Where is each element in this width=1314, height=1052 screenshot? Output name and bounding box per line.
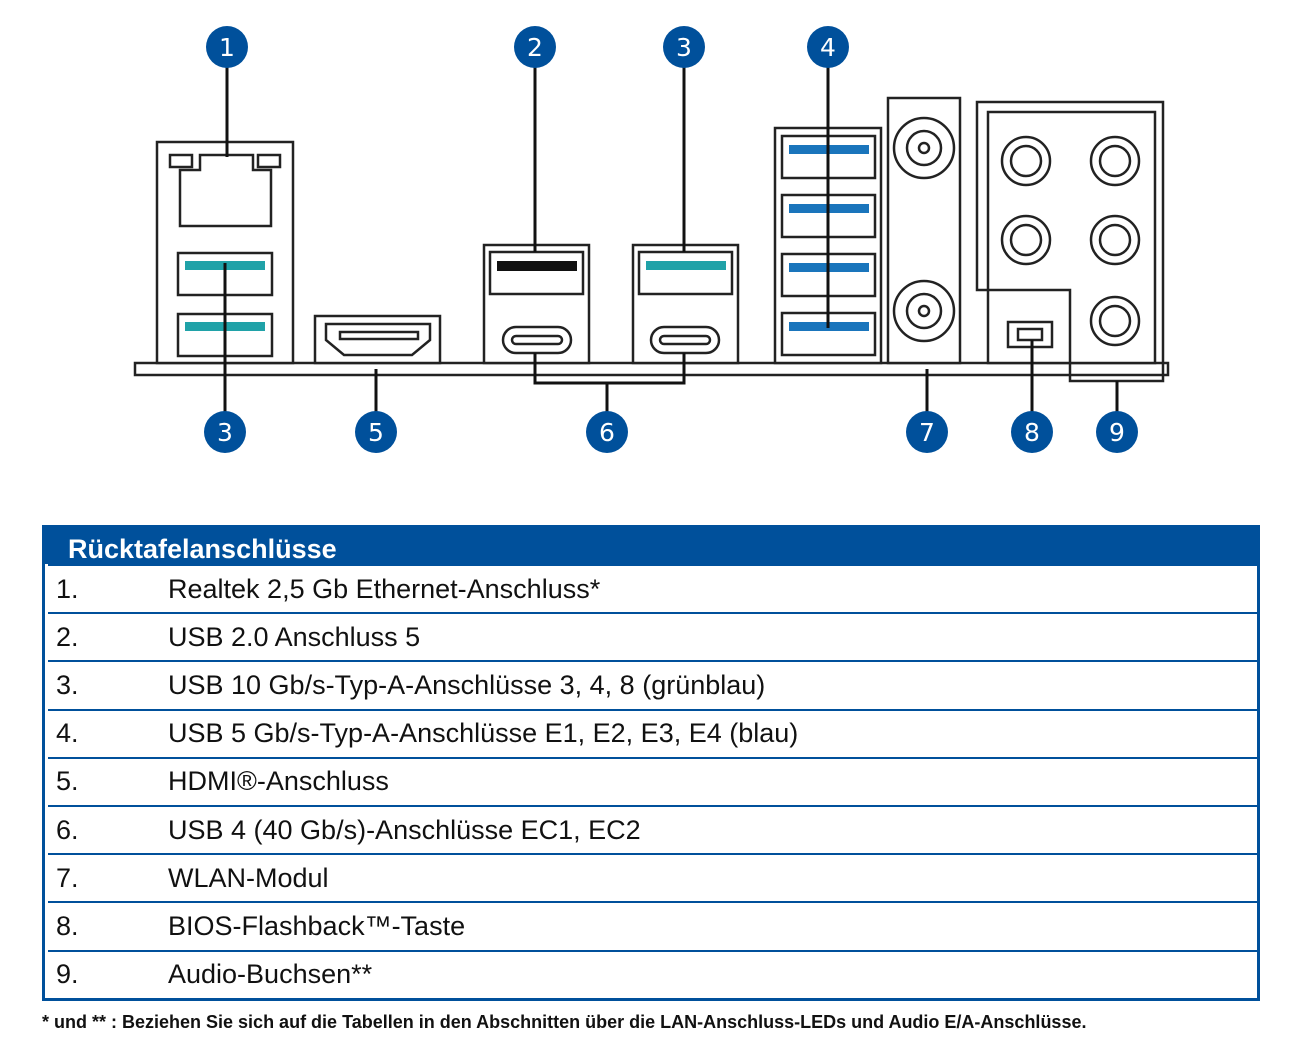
table-row: 2. USB 2.0 Anschluss 5 [48,612,1257,660]
table-row: 7. WLAN-Modul [48,853,1257,901]
callout-3-bottom: 3 [204,411,246,453]
row-description: USB 2.0 Anschluss 5 [168,621,421,652]
callout-5-label: 5 [368,418,384,447]
panel-baseline [133,361,1170,377]
callout-9: 9 [1096,411,1138,453]
row-number: 2. [56,621,79,652]
row-number: 9. [56,959,79,990]
table-row: 4. USB 5 Gb/s-Typ-A-Anschlüsse E1, E2, E… [48,708,1257,757]
callout-3-top: 3 [663,26,705,68]
leader-lines [223,66,1119,412]
callout-3-bottom-label: 3 [217,418,233,447]
audio-bios-block [975,100,1165,383]
callout-4-label: 4 [820,33,836,62]
usb10g-usbc-block [631,243,740,365]
row-number: 1. [56,573,79,604]
callout-7-label: 7 [919,418,935,447]
callout-3-top-label: 3 [676,33,692,62]
row-description: BIOS-Flashback™-Taste [168,910,466,941]
row-description: Realtek 2,5 Gb Ethernet-Anschluss* [168,573,601,604]
row-number: 7. [56,862,79,893]
row-description: WLAN-Modul [168,862,329,893]
row-number: 6. [56,814,79,845]
callout-6: 6 [586,411,628,453]
callout-5: 5 [355,411,397,453]
table-title: Rücktafelanschlüsse [45,528,1257,564]
row-number: 8. [56,910,79,941]
table-row: 5. HDMI®-Anschluss [48,756,1257,805]
table-row: 1. Realtek 2,5 Gb Ethernet-Anschluss* [48,564,1257,612]
callout-9-label: 9 [1109,418,1125,447]
callout-8: 8 [1011,411,1053,453]
row-number: 4. [56,718,79,749]
row-number: 5. [56,766,79,797]
callout-2: 2 [514,26,556,68]
callout-2-label: 2 [527,33,543,62]
table-row: 8. BIOS-Flashback™-Taste [48,901,1257,949]
callout-4: 4 [807,26,849,68]
row-description: USB 5 Gb/s-Typ-A-Anschlüsse E1, E2, E3, … [168,718,799,749]
callout-1: 1 [206,26,248,68]
callout-7: 7 [906,411,948,453]
callout-6-label: 6 [599,418,615,447]
callout-1-label: 1 [219,33,235,62]
row-description: USB 10 Gb/s-Typ-A-Anschlüsse 3, 4, 8 (gr… [168,669,766,700]
hdmi-port-drawing [313,314,442,365]
table-row: 6. USB 4 (40 Gb/s)-Anschlüsse EC1, EC2 [48,804,1257,853]
wlan-module-drawing [886,96,962,365]
row-description: Audio-Buchsen** [168,959,373,990]
row-number: 3. [56,669,79,700]
footnote: * und ** : Beziehen Sie sich auf die Tab… [42,1012,1087,1032]
callout-8-label: 8 [1024,418,1040,447]
row-description: USB 4 (40 Gb/s)-Anschlüsse EC1, EC2 [168,814,641,845]
row-description: HDMI®-Anschluss [168,766,389,797]
rear-ports-table: Rücktafelanschlüsse 1. Realtek 2,5 Gb Et… [42,525,1260,1001]
usb2-usbc-block [482,243,591,365]
table-row: 9. Audio-Buchsen** [48,949,1257,998]
rear-panel-diagram: 1 2 3 4 3 5 6 7 8 9 [133,26,1170,453]
table-row: 3. USB 10 Gb/s-Typ-A-Anschlüsse 3, 4, 8 … [48,660,1257,708]
